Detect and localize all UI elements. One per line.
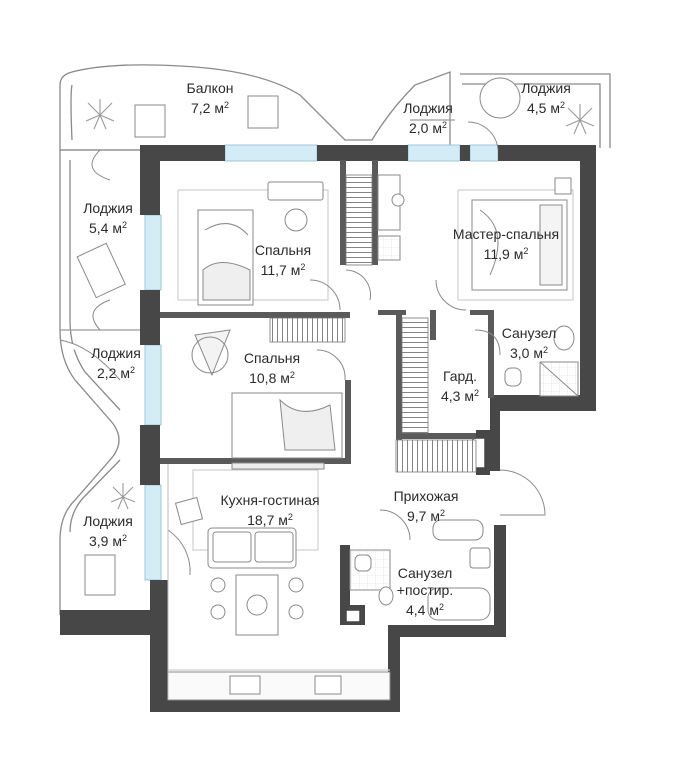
utility-fixtures	[377, 174, 405, 261]
room-area: 2,0 м	[408, 120, 442, 136]
room-area: 11,7 м	[260, 262, 301, 278]
windows	[144, 144, 499, 581]
room-area: 11,9 м	[483, 246, 524, 262]
room-name: Спальня	[254, 242, 312, 258]
bed-bedroom-2	[191, 329, 343, 459]
walls	[60, 145, 596, 712]
room-name: Кухня-гостиная	[220, 492, 320, 508]
room-label-loggia-4-5: Лоджия 4,5 м2	[521, 80, 571, 116]
room-label-hallway: Прихожая 9,7 м2	[393, 488, 459, 524]
room-name: Гард.	[442, 368, 478, 384]
room-area: 18,7 м	[247, 512, 288, 528]
room-name: Лоджия	[521, 80, 571, 96]
room-name: Санузел	[501, 325, 557, 341]
room-area: 4,3 м	[441, 388, 474, 404]
room-name: Лоджия	[403, 100, 453, 116]
room-label-loggia-5-4: Лоджия 5,4 м2	[83, 200, 133, 236]
wardrobes	[269, 174, 477, 473]
room-area: 4,4 м	[405, 602, 439, 618]
loggia-dividers	[60, 119, 455, 331]
room-name: Мастер-спальня	[452, 226, 560, 242]
room-name: Лоджия	[91, 345, 141, 361]
room-name: Лоджия	[83, 513, 133, 529]
room-name: Спальня	[243, 350, 301, 366]
bathroom-1-fixtures	[504, 325, 579, 397]
loggia-furniture	[59, 77, 521, 596]
partitions	[160, 160, 494, 464]
room-label-bedroom-11-7: Спальня 11,7 м2	[254, 242, 312, 278]
room-area: 9,7 м	[407, 508, 440, 524]
room-area: 7,2 м	[190, 100, 224, 116]
room-area: 2,2 м	[96, 365, 130, 381]
room-name: Балкон	[186, 80, 234, 96]
room-label-loggia-3-9: Лоджия 3,9 м2	[83, 513, 133, 549]
room-area: 5,4 м	[88, 220, 122, 236]
room-name: Прихожая	[393, 488, 459, 504]
room-area: 3,9 м	[88, 533, 122, 549]
room-name: Санузел +постир.	[396, 565, 454, 598]
room-label-loggia-2-2: Лоджия 2,2 м2	[91, 345, 141, 381]
room-area: 4,5 м	[526, 100, 560, 116]
room-label-bathroom-3-0: Санузел 3,0 м2	[501, 325, 557, 361]
bathroom-2-fixtures	[349, 519, 491, 621]
room-label-bathroom-laundry: Санузел +постир. 4,4 м2	[396, 565, 454, 618]
bed-master	[471, 177, 572, 291]
room-label-wardrobe: Гард. 4,3 м2	[441, 368, 479, 404]
room-label-balcony: Балкон 7,2 м2	[186, 80, 234, 116]
kitchen-furniture	[167, 462, 391, 701]
room-label-bedroom-10-8: Спальня 10,8 м2	[243, 350, 301, 386]
room-area: 10,8 м	[249, 370, 290, 386]
room-label-loggia-2-0: Лоджия 2,0 м2	[403, 100, 453, 136]
room-area: 3,0 м	[509, 345, 543, 361]
room-label-master-bedroom: Мастер-спальня 11,9 м2	[452, 226, 560, 262]
bed-bedroom-1	[197, 181, 324, 306]
plant-icons	[85, 99, 595, 510]
room-name: Лоджия	[83, 200, 133, 216]
room-label-kitchen-living: Кухня-гостиная 18,7 м2	[220, 492, 320, 528]
